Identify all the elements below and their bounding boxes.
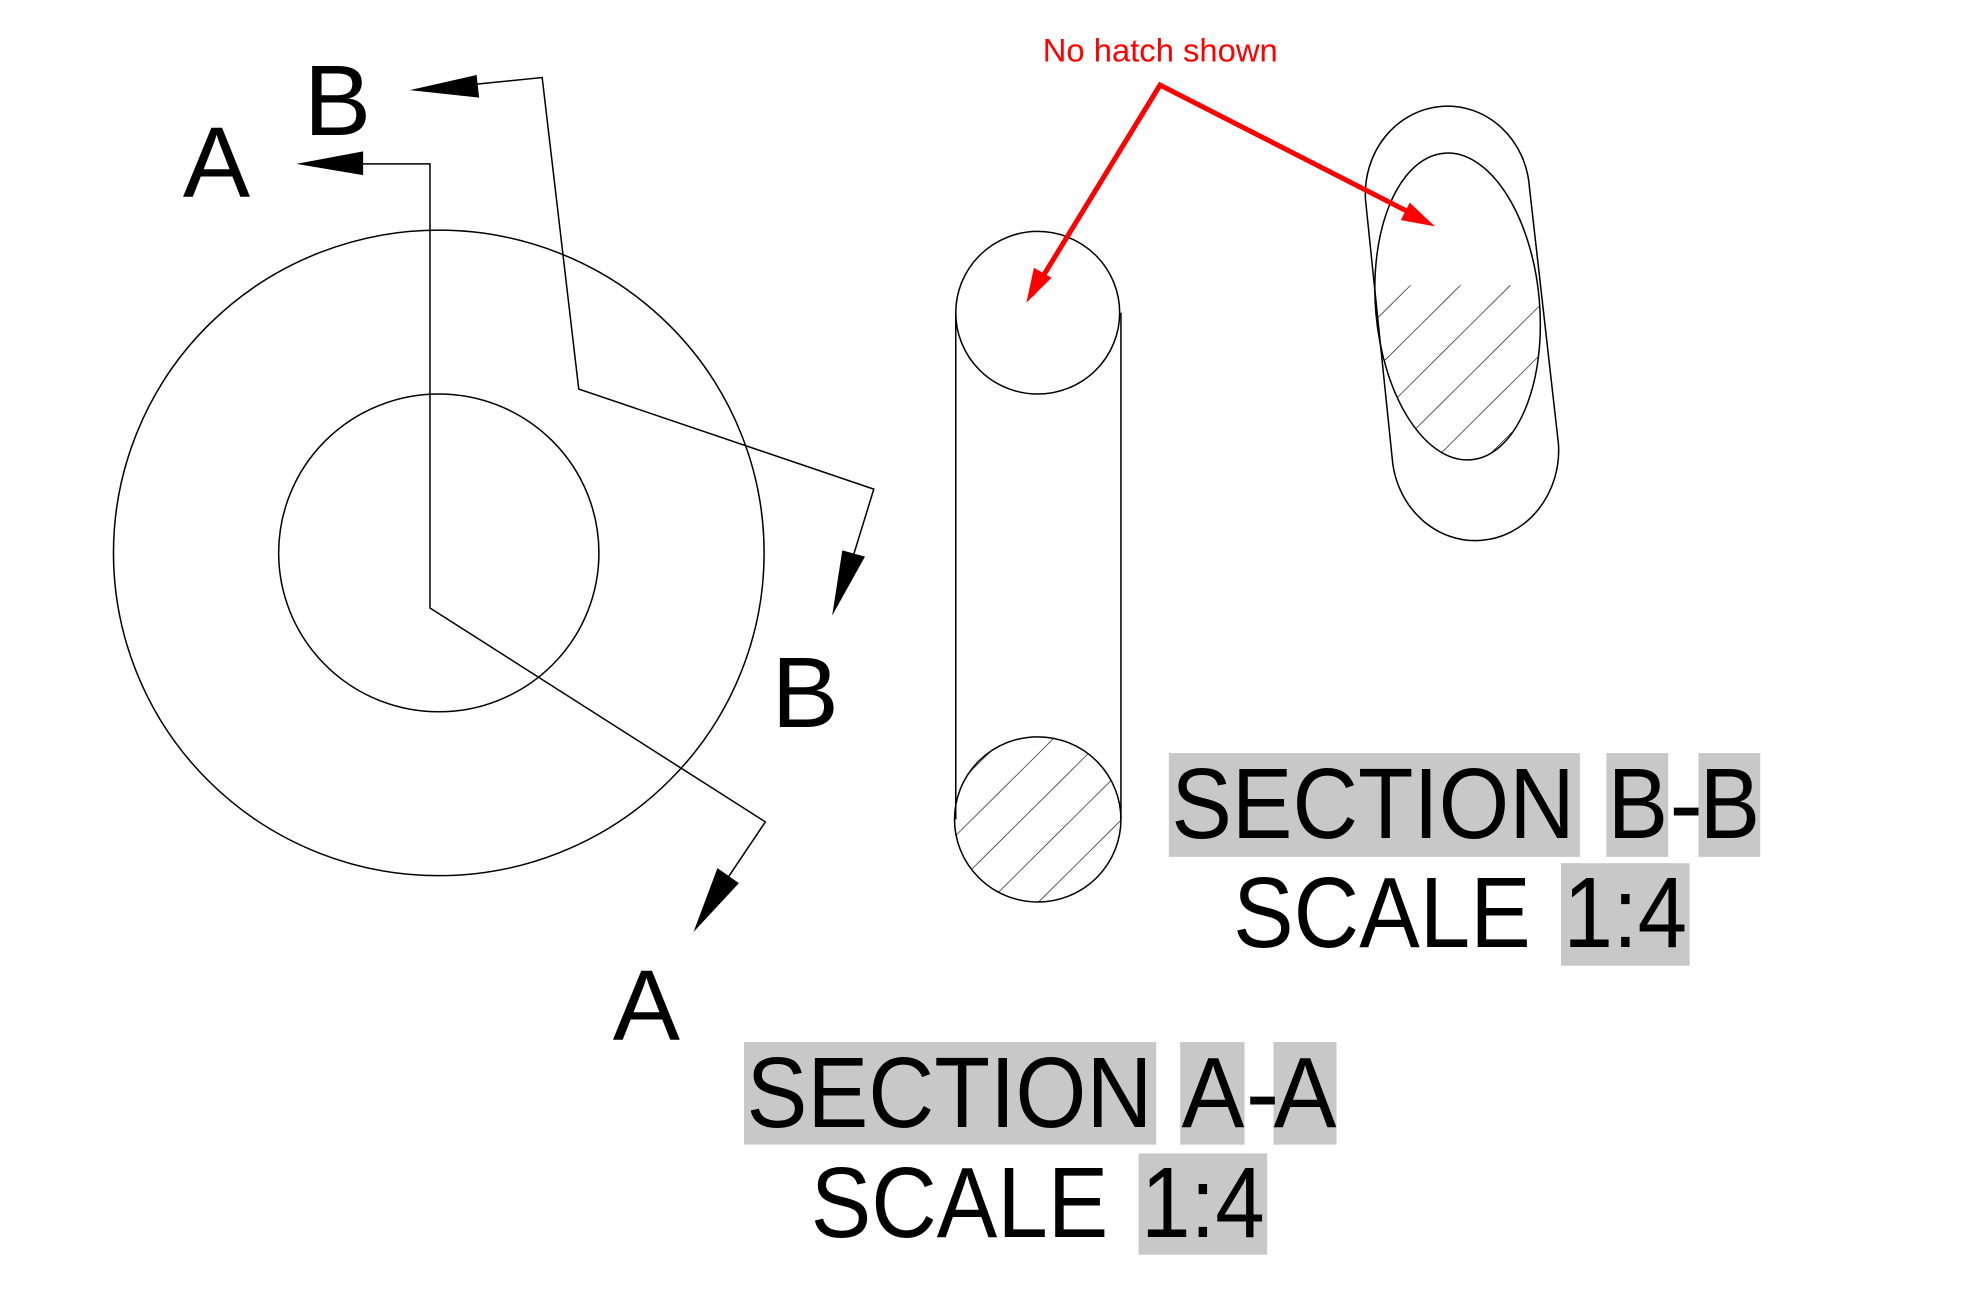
main-view: A B B A bbox=[112, 45, 875, 1062]
bottom-circle-hatched bbox=[953, 736, 1122, 903]
hatch-aa bbox=[954, 736, 1121, 902]
inner-circle bbox=[277, 393, 600, 713]
section-line-a bbox=[340, 163, 767, 883]
inner-ellipse-hatched bbox=[1374, 152, 1542, 461]
arrowhead-b-top bbox=[409, 75, 480, 98]
arrowhead-a-top bbox=[296, 151, 364, 176]
section-letter: B bbox=[1608, 749, 1669, 861]
outer-circle bbox=[112, 229, 765, 877]
section-word: SECTION bbox=[1171, 749, 1574, 861]
section-bb-view bbox=[1362, 105, 1560, 542]
section-aa-view bbox=[953, 230, 1122, 903]
arrowhead-a-bottom bbox=[693, 868, 739, 932]
scale-word: SCALE bbox=[1233, 857, 1531, 969]
scale-value: 1:4 bbox=[1141, 1148, 1265, 1260]
scale-word: SCALE bbox=[811, 1148, 1109, 1260]
section-line-b bbox=[453, 76, 875, 564]
hatch-bb bbox=[1362, 285, 1553, 467]
annotation-leader bbox=[1029, 81, 1424, 297]
cut-label-a-start: A bbox=[183, 107, 250, 219]
section-dash: - bbox=[1669, 749, 1703, 861]
scale-value: 1:4 bbox=[1564, 857, 1688, 969]
arrowhead-b-bottom bbox=[832, 550, 865, 616]
section-word: SECTION bbox=[746, 1037, 1152, 1149]
section-letter: A bbox=[1181, 1037, 1244, 1149]
section-letter: B bbox=[1700, 749, 1761, 861]
cut-label-a-end: A bbox=[613, 950, 680, 1062]
section-aa-title: SECTION A - A SCALE 1:4 bbox=[743, 1037, 1337, 1260]
outer-profile bbox=[1364, 105, 1560, 542]
section-bb-title: SECTION B - B SCALE 1:4 bbox=[1168, 749, 1761, 969]
top-circle bbox=[955, 230, 1121, 395]
cut-label-b-end: B bbox=[772, 637, 839, 749]
section-dash: - bbox=[1246, 1037, 1280, 1149]
annotation-arrow-right bbox=[1400, 202, 1435, 227]
annotation-text: No hatch shown bbox=[1043, 31, 1278, 68]
no-hatch-annotation: No hatch shown bbox=[1026, 31, 1435, 303]
section-letter: A bbox=[1274, 1037, 1337, 1149]
cut-label-b-start: B bbox=[304, 45, 371, 157]
annotation-arrow-left bbox=[1026, 267, 1052, 303]
